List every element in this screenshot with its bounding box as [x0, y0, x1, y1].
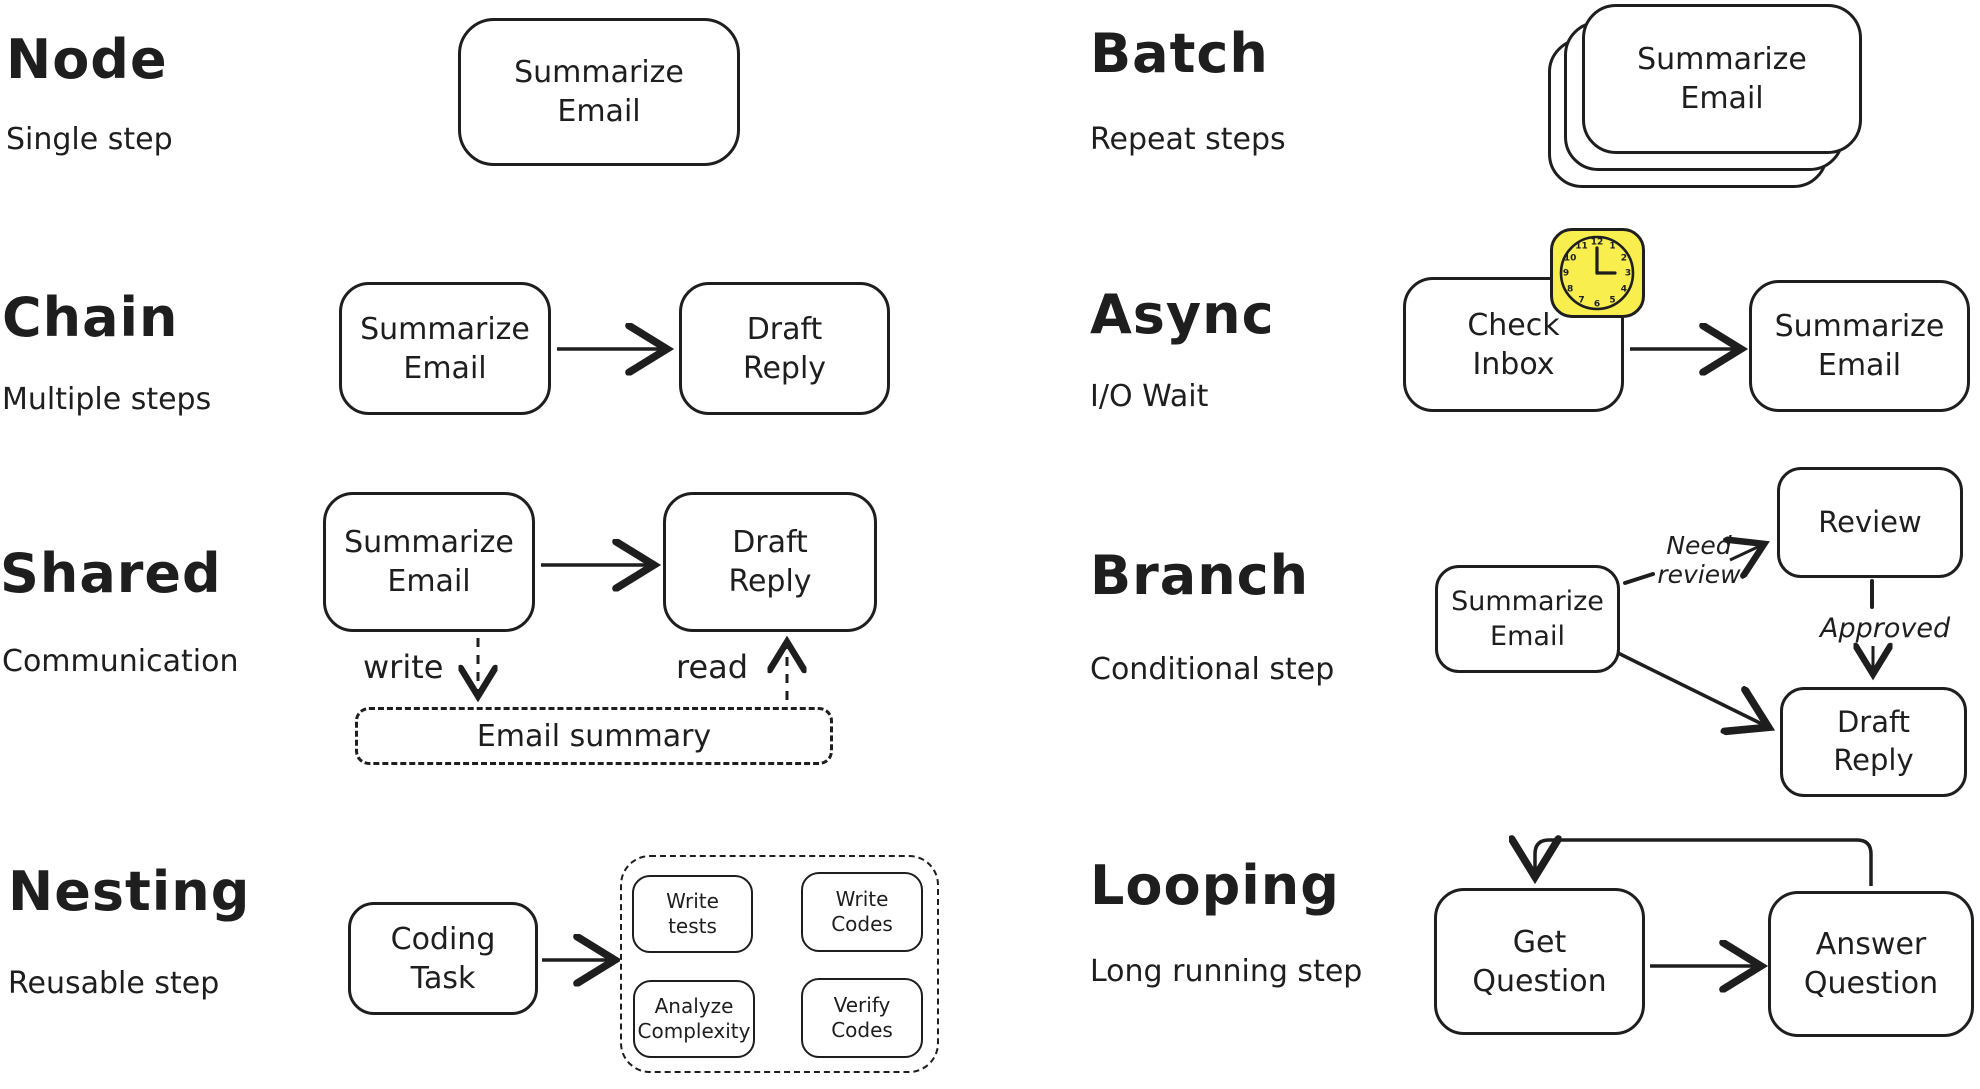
- clock-number-1: 1: [1609, 241, 1616, 252]
- clock-number-6: 6: [1593, 299, 1601, 310]
- clock-number-5: 5: [1609, 295, 1616, 306]
- clock-number-4: 4: [1620, 284, 1627, 294]
- shared-draft-reply-box: Draft Reply: [663, 492, 877, 632]
- clock-face: [1559, 235, 1635, 311]
- batch-summarize-email-label: Summarize Email: [1637, 42, 1807, 116]
- branch-needreview-tick: [1623, 572, 1655, 585]
- batch-card-front: Summarize Email: [1582, 4, 1862, 154]
- node-summarize-email-box: Summarize Email: [458, 18, 740, 166]
- shared-summarize-email-box: Summarize Email: [323, 492, 535, 632]
- section-title-async: Async: [1090, 283, 1275, 346]
- branch-summarize-email-box: Summarize Email: [1435, 565, 1620, 673]
- section-title-shared: Shared: [0, 542, 222, 605]
- clock-number-11: 11: [1575, 241, 1588, 252]
- email-summary-store-box: Email summary: [355, 707, 833, 765]
- section-title-batch: Batch: [1090, 22, 1269, 85]
- section-subtitle-nesting: Reusable step: [8, 966, 220, 1001]
- chain-summarize-email-box: Summarize Email: [339, 282, 551, 415]
- section-subtitle-batch: Repeat steps: [1090, 122, 1286, 157]
- section-subtitle-looping: Long running step: [1090, 954, 1363, 989]
- coding-task-label: Coding Task: [390, 921, 496, 996]
- write-codes-box: Write Codes: [801, 872, 923, 952]
- answer-question-box: Answer Question: [1768, 891, 1974, 1037]
- clock-number-9: 9: [1562, 268, 1570, 279]
- clock-number-12: 12: [1590, 237, 1604, 248]
- chain-summarize-email-label: Summarize Email: [360, 311, 530, 386]
- clock-number-2: 2: [1620, 253, 1627, 263]
- clock-number-7: 7: [1578, 295, 1585, 306]
- section-subtitle-chain: Multiple steps: [2, 382, 212, 417]
- verify-codes-box: Verify Codes: [801, 978, 923, 1058]
- chain-draft-reply-box: Draft Reply: [679, 282, 890, 415]
- async-summarize-email-label: Summarize Email: [1774, 309, 1945, 383]
- read-label: read: [676, 648, 749, 686]
- get-question-label: Get Question: [1472, 924, 1607, 999]
- answer-question-label: Answer Question: [1803, 927, 1939, 1001]
- node-summarize-email-label: Summarize Email: [514, 55, 684, 129]
- write-tests-box: Write tests: [632, 875, 753, 953]
- looping-back-arrow: [1535, 840, 1873, 886]
- section-title-nesting: Nesting: [8, 860, 251, 923]
- check-inbox-label: Check Inbox: [1467, 307, 1560, 382]
- clock-number-8: 8: [1567, 284, 1574, 294]
- chain-draft-reply-label: Draft Reply: [742, 311, 827, 386]
- section-subtitle-shared: Communication: [2, 644, 239, 679]
- get-question-box: Get Question: [1434, 888, 1645, 1035]
- write-tests-label: Write tests: [666, 889, 719, 938]
- write-codes-label: Write Codes: [831, 887, 893, 936]
- clock-number-3: 3: [1624, 268, 1632, 279]
- analyze-complexity-box: Analyze Complexity: [633, 980, 755, 1058]
- section-title-chain: Chain: [2, 286, 179, 349]
- clock-number-10: 10: [1563, 253, 1577, 263]
- section-title-node: Node: [6, 28, 168, 91]
- write-label: write: [363, 648, 444, 686]
- section-subtitle-node: Single step: [6, 122, 173, 157]
- need-review-label: Need review: [1657, 531, 1741, 589]
- branch-diagonal-arrow: [1617, 651, 1766, 726]
- review-label: Review: [1818, 504, 1922, 539]
- shared-draft-reply-label: Draft Reply: [728, 525, 812, 599]
- async-summarize-email-box: Summarize Email: [1749, 280, 1970, 412]
- section-title-branch: Branch: [1090, 544, 1310, 607]
- branch-draft-reply-label: Draft Reply: [1833, 705, 1914, 777]
- section-subtitle-branch: Conditional step: [1090, 652, 1335, 687]
- analyze-complexity-label: Analyze Complexity: [637, 994, 751, 1043]
- review-box: Review: [1777, 467, 1963, 578]
- shared-summarize-email-label: Summarize Email: [344, 525, 514, 599]
- coding-task-box: Coding Task: [348, 902, 538, 1015]
- branch-summarize-email-label: Summarize Email: [1451, 585, 1604, 652]
- branch-draft-reply-box: Draft Reply: [1780, 687, 1967, 797]
- verify-codes-label: Verify Codes: [831, 993, 893, 1042]
- approved-label: Approved: [1820, 613, 1951, 644]
- section-subtitle-async: I/O Wait: [1090, 379, 1209, 414]
- section-title-looping: Looping: [1090, 854, 1340, 917]
- email-summary-label: Email summary: [476, 718, 712, 754]
